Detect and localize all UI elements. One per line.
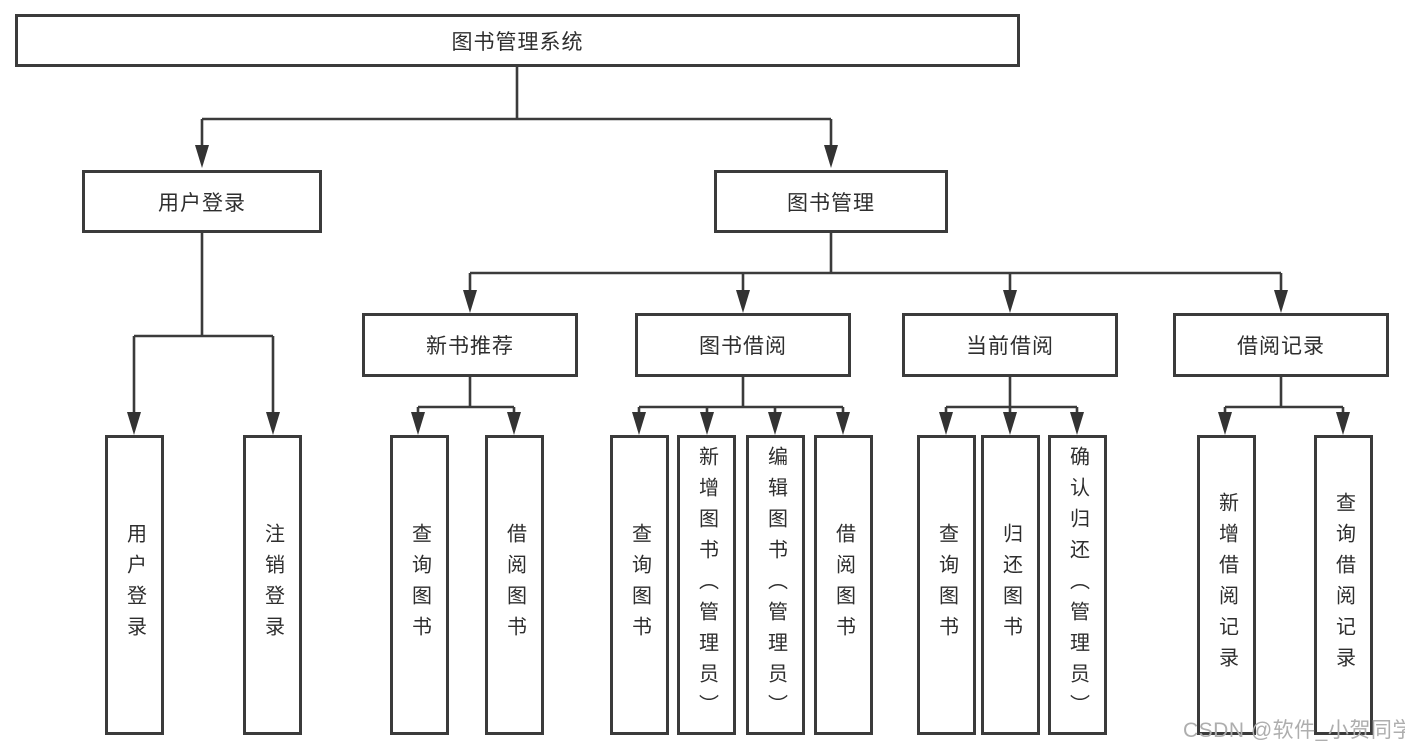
arrowheads bbox=[127, 145, 1350, 435]
leaf-query-borrow-record: 查询借阅记录 bbox=[1314, 435, 1373, 735]
leaf-query-books-borrowing: 查询图书 bbox=[610, 435, 669, 735]
node-borrowing-records: 借阅记录 bbox=[1173, 313, 1389, 377]
connector-root-to-level2 bbox=[200, 67, 833, 146]
leaf-return-book: 归还图书 bbox=[981, 435, 1040, 735]
node-book-borrowing: 图书借阅 bbox=[635, 313, 851, 377]
connector-newbook-to-leaves bbox=[416, 377, 516, 413]
leaf-logout: 注销登录 bbox=[243, 435, 302, 735]
connector-bookmgmt-to-level3 bbox=[468, 233, 1283, 291]
leaf-query-books-recommend: 查询图书 bbox=[390, 435, 449, 735]
leaf-borrow-books-borrowing: 借阅图书 bbox=[814, 435, 873, 735]
csdn-watermark: CSDN @软件_小贺同学 bbox=[1183, 719, 1405, 742]
leaf-edit-book-admin: 编辑图书（管理员） bbox=[746, 435, 805, 735]
connector-userlogin-to-leaves bbox=[132, 233, 275, 413]
connector-records-to-leaves bbox=[1223, 377, 1345, 413]
node-root: 图书管理系统 bbox=[15, 14, 1020, 67]
connector-borrowing-to-leaves bbox=[637, 377, 845, 413]
connector-current-to-leaves bbox=[944, 377, 1079, 413]
leaf-borrow-books-recommend: 借阅图书 bbox=[485, 435, 544, 735]
node-user-login: 用户登录 bbox=[82, 170, 322, 233]
leaf-add-borrow-record: 新增借阅记录 bbox=[1197, 435, 1256, 735]
node-book-management: 图书管理 bbox=[714, 170, 948, 233]
node-new-book-recommend: 新书推荐 bbox=[362, 313, 578, 377]
leaf-confirm-return-admin: 确认归还（管理员） bbox=[1048, 435, 1107, 735]
node-current-borrowing: 当前借阅 bbox=[902, 313, 1118, 377]
leaf-add-book-admin: 新增图书（管理员） bbox=[677, 435, 736, 735]
leaf-query-books-current: 查询图书 bbox=[917, 435, 976, 735]
leaf-user-login: 用户登录 bbox=[105, 435, 164, 735]
